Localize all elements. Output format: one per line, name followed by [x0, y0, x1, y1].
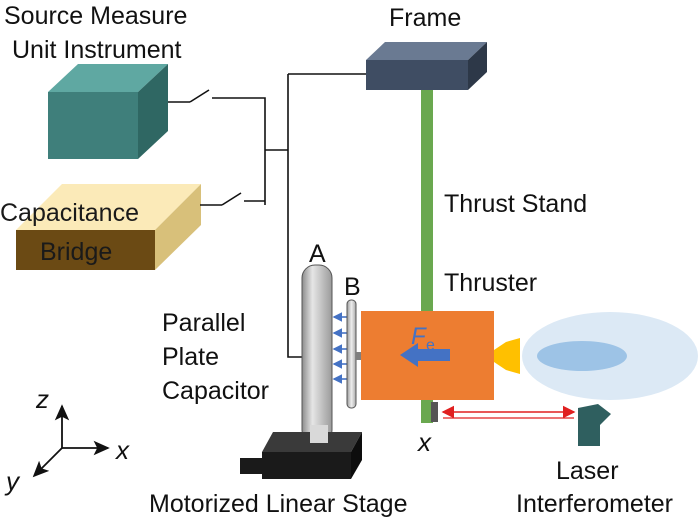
parallel-plate-label-line3: Capacitor	[162, 377, 269, 405]
force-subscript: e	[426, 337, 435, 354]
frame-box	[366, 42, 487, 90]
plate-b-label: B	[344, 273, 361, 301]
parallel-plate-label-line2: Plate	[162, 343, 219, 371]
capacitance-label-line1: Capacitance	[0, 199, 139, 227]
axis-y-label: y	[4, 466, 21, 496]
source-measure-label-line2: Unit Instrument	[12, 36, 182, 64]
laser-beam	[431, 402, 576, 422]
force-arrow	[400, 343, 450, 367]
capacitance-bridge-box	[16, 184, 201, 270]
thruster-label: Thruster	[444, 269, 537, 297]
motorized-stage-label: Motorized Linear Stage	[149, 490, 407, 518]
wiring	[168, 73, 366, 358]
displacement-x-label: x	[416, 427, 432, 457]
axis-x-label: x	[114, 435, 130, 465]
plate-b	[346, 299, 362, 409]
axis-z-label: z	[35, 384, 49, 414]
source-measure-unit-box	[48, 64, 168, 159]
plate-a-label: A	[309, 240, 326, 268]
plume	[522, 312, 698, 400]
field-arrows	[332, 312, 348, 384]
coordinate-axes	[32, 404, 110, 478]
parallel-plate-label-line1: Parallel	[162, 309, 245, 337]
laser-label-line2: Interferometer	[516, 490, 673, 518]
laser-interferometer	[578, 404, 611, 446]
nozzle	[494, 338, 520, 374]
capacitance-label-line2: Bridge	[40, 238, 112, 266]
source-measure-label-line1: Source Measure	[4, 2, 187, 30]
laser-label-line1: Laser	[556, 457, 619, 485]
thrust-stand-label: Thrust Stand	[444, 190, 587, 218]
motorized-linear-stage	[240, 425, 362, 479]
force-symbol: F	[411, 323, 427, 350]
frame-label: Frame	[389, 4, 461, 32]
plate-a	[301, 264, 333, 444]
